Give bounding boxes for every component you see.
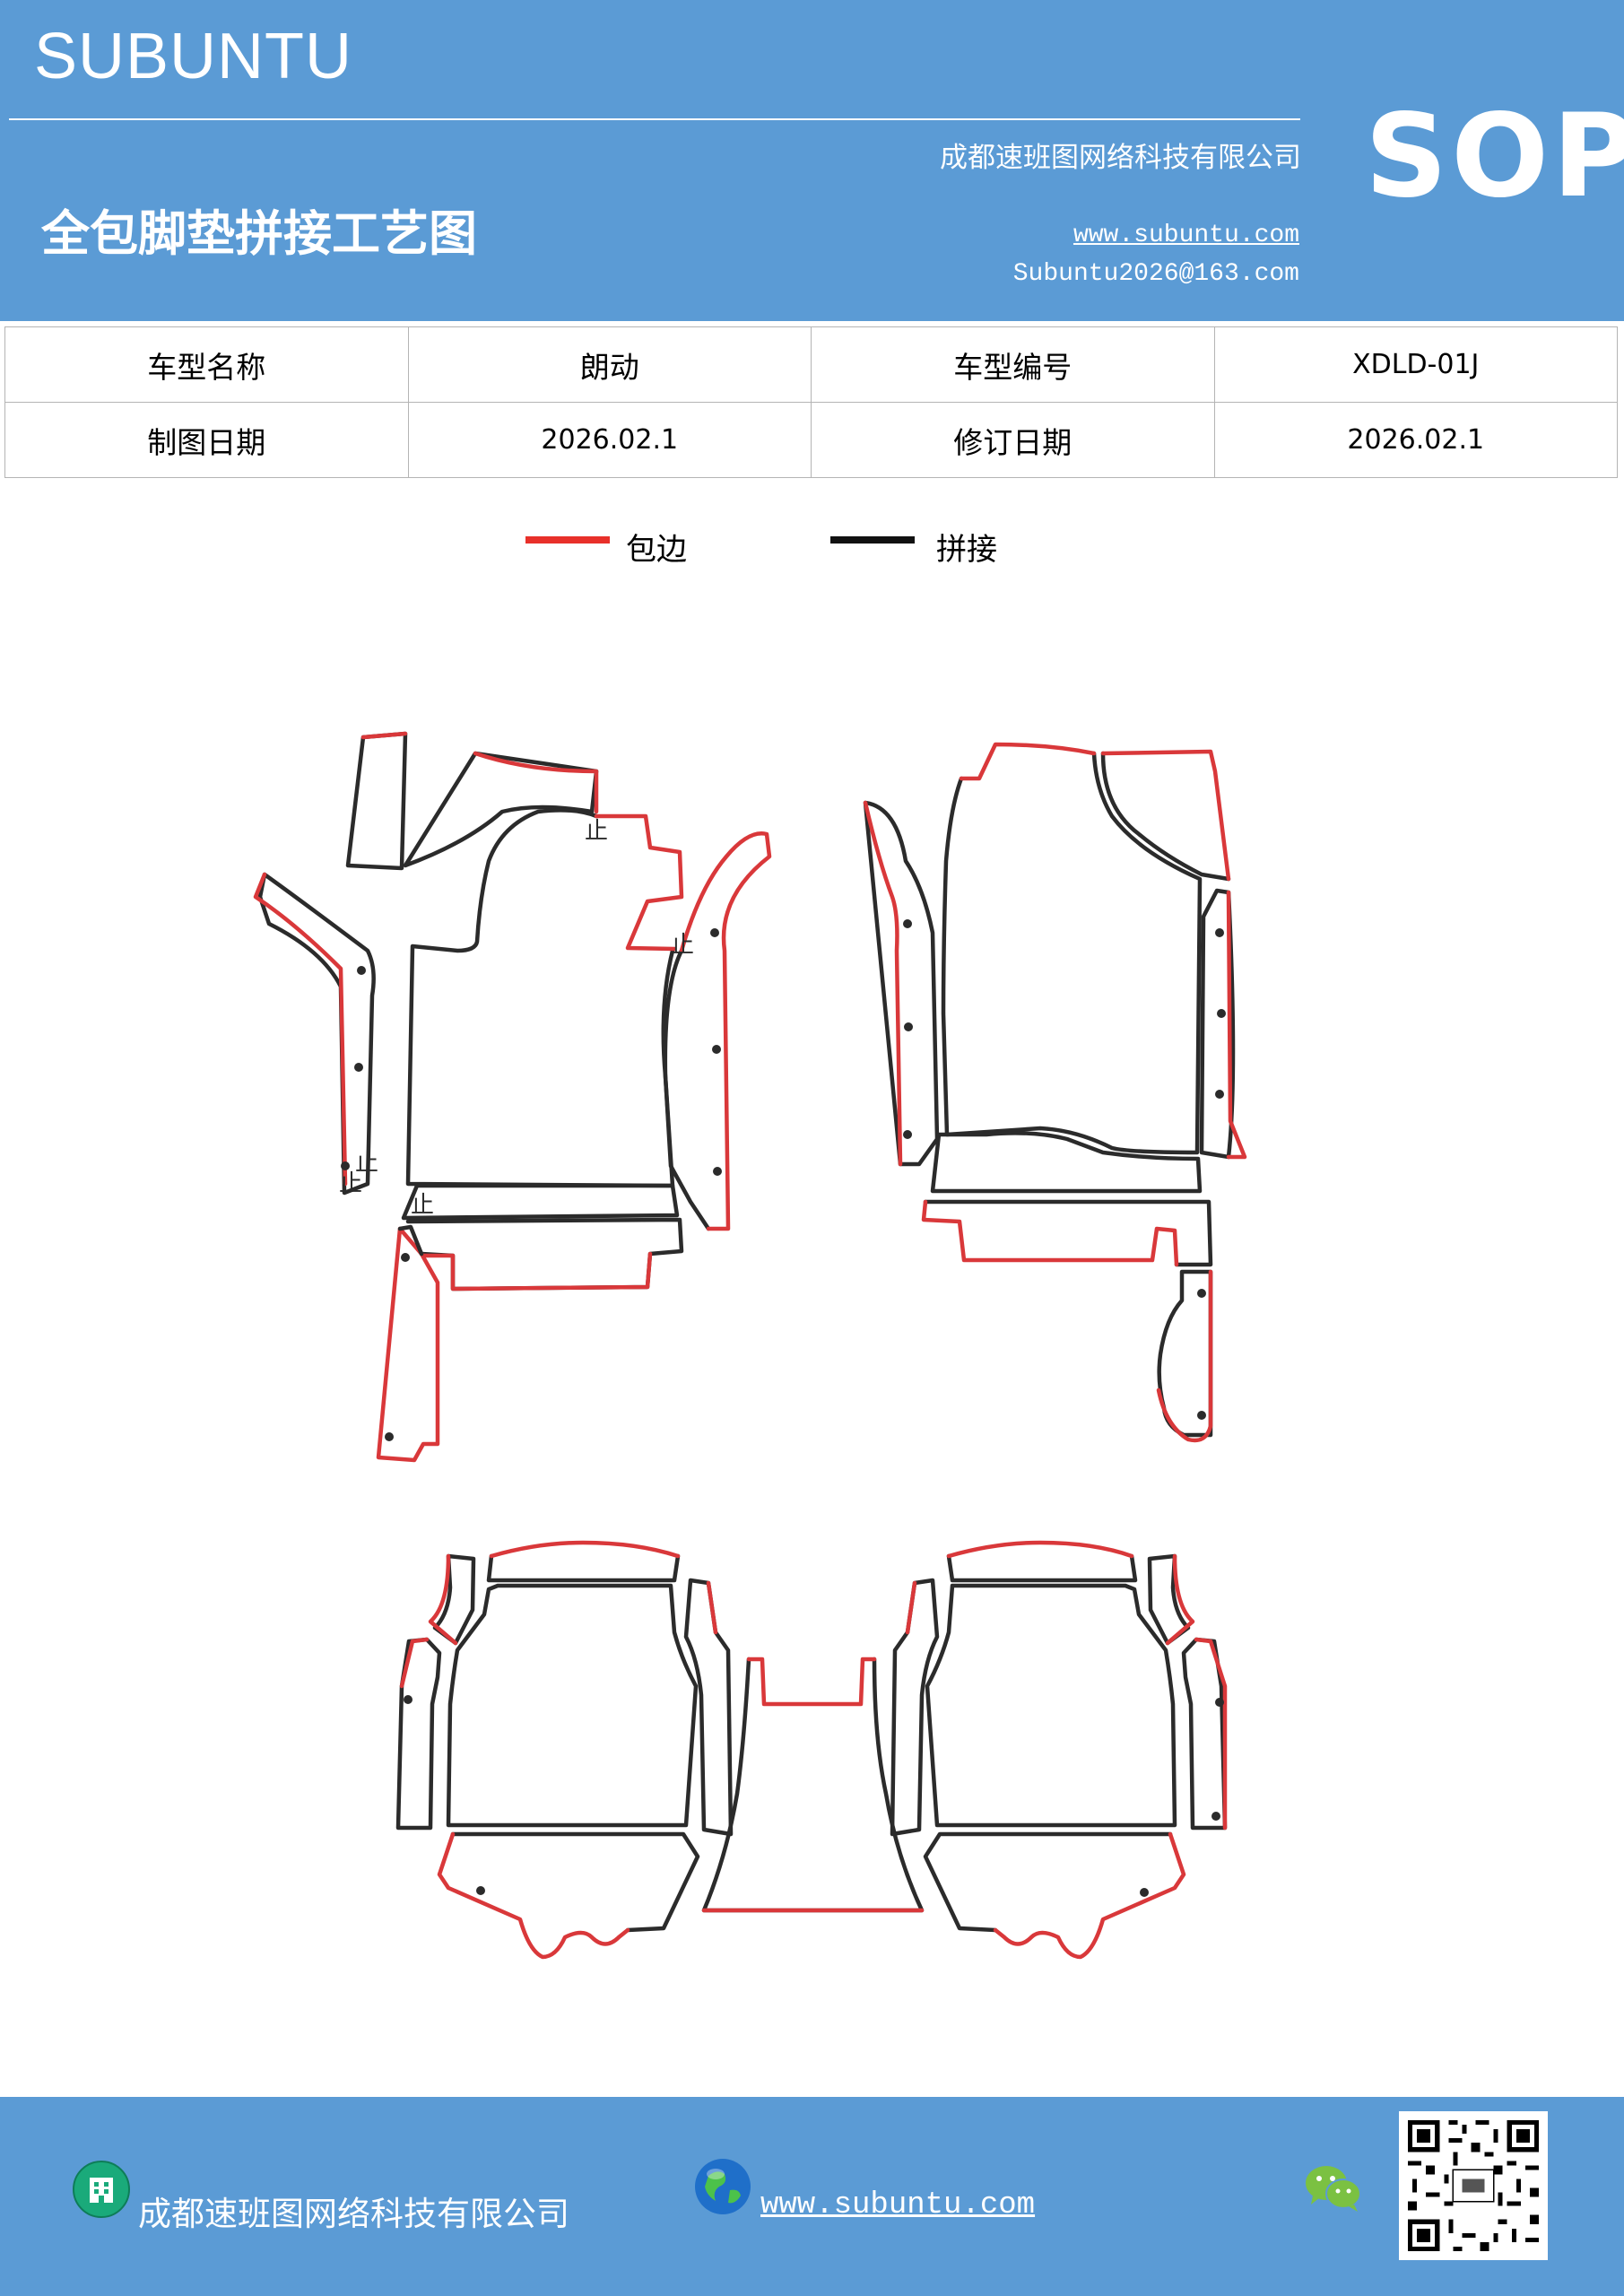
edge-binding: [489, 1540, 681, 1559]
edge-binding: [959, 742, 1097, 781]
qr-code[interactable]: [1399, 2111, 1548, 2260]
drawing-date-label: 制图日期: [4, 402, 409, 478]
seam-outline: [446, 1583, 699, 1828]
edge-binding: [360, 731, 408, 740]
edge-binding: [679, 831, 772, 1231]
sop-badge: SOP: [1365, 90, 1624, 223]
header-divider: [9, 118, 1300, 120]
legend-seam-swatch: [830, 536, 915, 544]
edge-binding: [1226, 890, 1247, 1160]
edge-binding: [376, 1226, 440, 1463]
legend-binding-swatch: [525, 536, 610, 544]
edge-binding: [437, 1831, 630, 1960]
seam-outline: [923, 1199, 1213, 1267]
seam-outline: [923, 1831, 1173, 1933]
seam-outline: [925, 1583, 1177, 1828]
seam-outline: [405, 808, 675, 1188]
legend-seam-label: 拼接: [936, 532, 997, 568]
edge-binding: [1194, 1637, 1228, 1831]
edge-binding: [863, 800, 903, 1167]
seam-outline: [1100, 751, 1231, 882]
website-link[interactable]: www.subuntu.com: [1073, 222, 1299, 249]
edge-binding: [473, 751, 599, 814]
seam-outline: [397, 1224, 424, 1257]
seam-outline: [450, 1831, 700, 1933]
edge-binding: [594, 813, 684, 952]
company-name: 成都速班图网络科技有限公司: [940, 142, 1301, 174]
edge-binding: [253, 872, 348, 1187]
revision-date-label: 修订日期: [811, 402, 1215, 478]
seam-outline: [1147, 1553, 1191, 1646]
table-row: 制图日期 2026.02.1 修订日期 2026.02.1: [4, 402, 1618, 478]
edge-binding: [746, 1657, 877, 1707]
seam-outline: [401, 1183, 680, 1221]
seam-outline: [863, 800, 940, 1167]
seam-outline: [930, 1131, 1203, 1194]
building-icon: [73, 2161, 130, 2218]
email-address: Subuntu2026@163.com: [1012, 260, 1299, 288]
seam-outline: [395, 1637, 442, 1831]
seam-outline: [257, 872, 376, 1196]
model-name-label: 车型名称: [4, 326, 409, 403]
edge-binding: [399, 1637, 430, 1689]
seam-outline: [345, 731, 408, 871]
edge-binding: [921, 1199, 1179, 1267]
drawing-date-value: 2026.02.1: [407, 402, 812, 478]
seam-outline: [946, 1553, 1138, 1583]
front-right-mat-pieces: [863, 742, 1247, 1443]
stitch-stop-mark: 止: [411, 1192, 434, 1219]
document-title: 全包脚垫拼接工艺图: [41, 204, 477, 262]
model-code-value: XDLD-01J: [1213, 326, 1618, 403]
model-code-label: 车型编号: [811, 326, 1215, 403]
edge-binding: [905, 1580, 917, 1635]
globe-icon: [695, 2159, 751, 2214]
stitch-stop-mark: 止: [355, 1150, 378, 1177]
floor-mat-pattern-diagram: 止 止 止 止 止: [253, 731, 1247, 1960]
vehicle-info-table: 车型名称 朗动 车型编号 XDLD-01J 制图日期 2026.02.1 修订日…: [4, 326, 1618, 478]
stitch-stop-mark: 止: [585, 818, 608, 845]
edge-binding: [946, 1540, 1134, 1559]
revision-date-value: 2026.02.1: [1213, 402, 1618, 478]
front-left-mat-pieces: 止 止 止 止 止: [253, 731, 772, 1463]
seam-outline: [432, 1553, 476, 1646]
seam-outline: [486, 1553, 681, 1583]
stitch-stop-mark: 止: [671, 932, 694, 959]
edge-binding: [993, 1831, 1186, 1960]
brand-name: SUBUNTU: [34, 21, 353, 92]
seam-outline: [701, 1657, 925, 1913]
footer-company-name: 成都速班图网络科技有限公司: [138, 2195, 569, 2233]
wechat-icon: [1306, 2166, 1361, 2212]
footer-website-link[interactable]: www.subuntu.com: [760, 2188, 1036, 2222]
seam-outline: [941, 751, 1203, 1155]
header-banner: [0, 0, 1624, 321]
rear-mat-pieces: [395, 1540, 1228, 1960]
stitch-stop-mark: 止: [339, 1170, 362, 1197]
legend-binding-label: 包边: [626, 532, 687, 568]
edge-binding: [706, 1580, 718, 1635]
edge-binding: [421, 1251, 653, 1292]
edge-binding: [428, 1553, 458, 1646]
seam-outline: [890, 1578, 940, 1837]
table-row: 车型名称 朗动 车型编号 XDLD-01J: [4, 326, 1618, 403]
edge-binding: [1165, 1553, 1195, 1646]
seam-outline: [683, 1578, 734, 1837]
edge-binding: [1100, 749, 1231, 882]
edge-binding: [1156, 1269, 1213, 1443]
model-name-value: 朗动: [407, 326, 812, 403]
seam-outline: [663, 948, 711, 1231]
